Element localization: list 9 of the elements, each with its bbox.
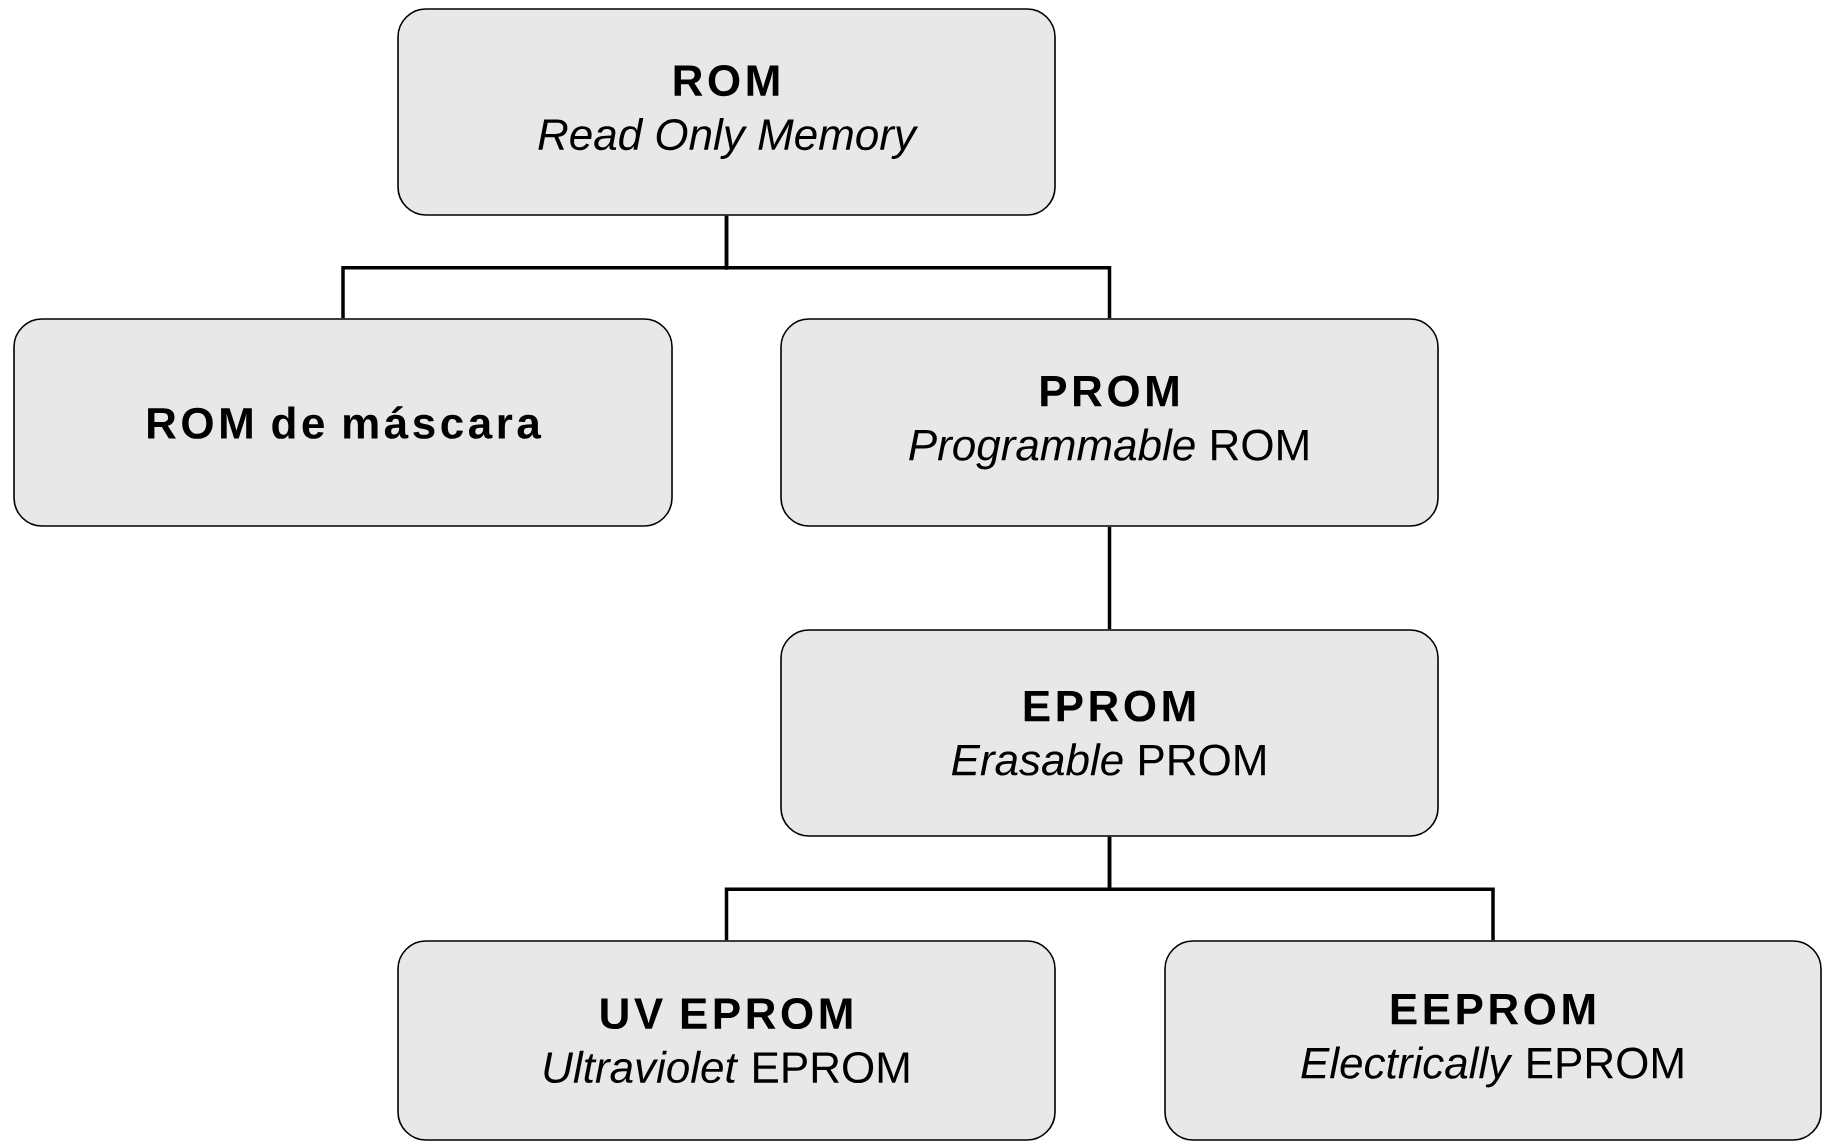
memory-box: ROM Read Only Memory [397,8,1056,216]
connector-line [1107,526,1112,630]
memory-box: UV EPROM Ultraviolet EPROM [397,940,1056,1141]
memory-box: EPROM Erasable PROM [780,629,1439,837]
memory-box: PROM Programmable ROM [780,318,1439,527]
connector-line [724,215,1112,319]
memory-box: EEPROM Electrically EPROM [1164,940,1822,1141]
memory-box: ROM de máscara [13,318,673,527]
connector-line [1107,836,1495,941]
